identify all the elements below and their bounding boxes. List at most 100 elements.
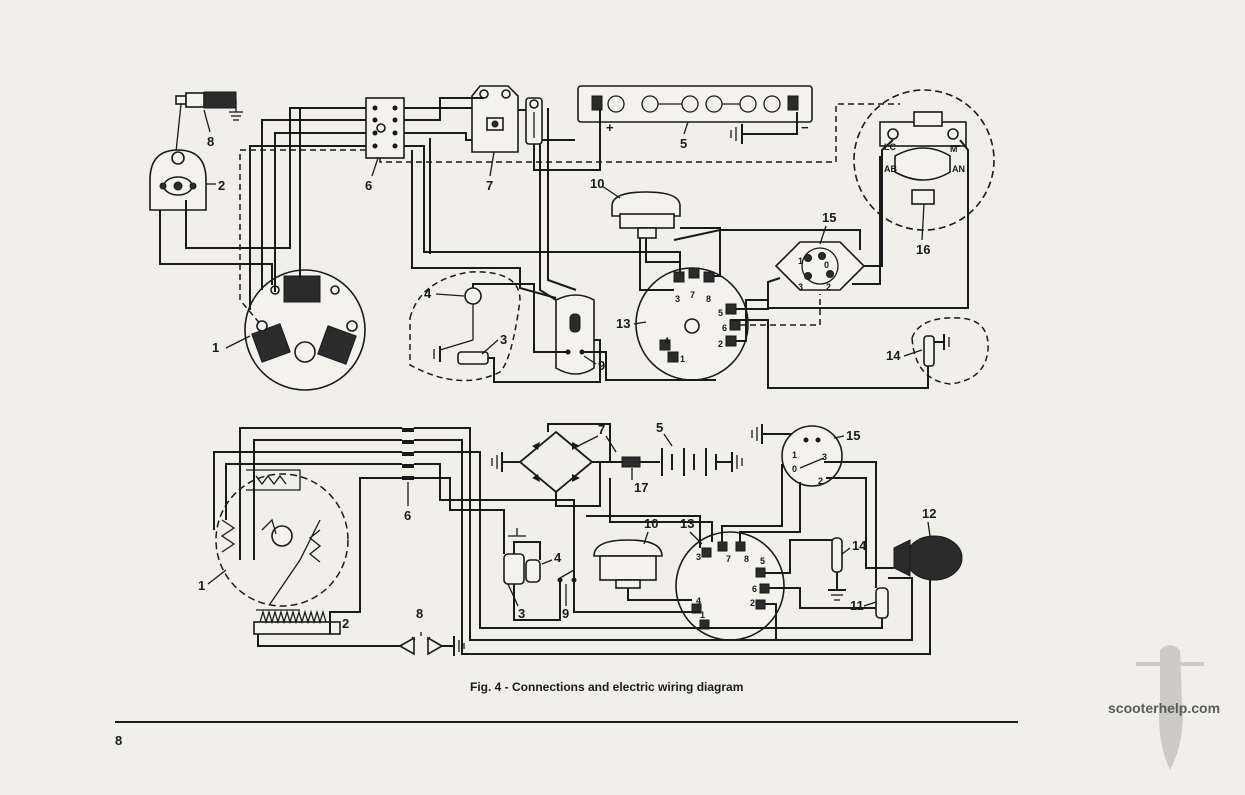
bsw13-terminal-8: 8: [744, 554, 749, 564]
bottom-switch-13: [675, 531, 785, 641]
fuse-17: [621, 456, 641, 468]
bottom-label-8: 8: [416, 606, 423, 621]
bottom-horn-12: [893, 535, 963, 581]
fuse-holder: [525, 97, 543, 145]
horn-terminal-0: 0: [824, 260, 829, 270]
bridge-rectifier: [491, 430, 622, 494]
bottom-label-13: 13: [680, 516, 694, 531]
terminal-lc: LC: [884, 142, 896, 152]
stop-switch-4: [433, 287, 489, 365]
bottom-labels: 1 2 6 8 7 5 17 15 10 13 4 3 9 14: [198, 420, 936, 631]
sw13-terminal-2: 2: [718, 339, 723, 349]
bottom-label-12: 12: [922, 506, 936, 521]
sw13-terminal-8: 8: [706, 294, 711, 304]
bottom-speedo-lamp: [593, 539, 663, 589]
horn-terminal-2: 2: [826, 282, 831, 292]
sw13-terminal-7: 7: [690, 290, 695, 300]
bottom-battery: [661, 448, 743, 476]
top-label-9: 9: [598, 358, 605, 373]
top-label-8: 8: [207, 134, 214, 149]
top-label-4: 4: [424, 286, 432, 301]
bottom-ht-coil: [253, 609, 341, 635]
bottom-label-6: 6: [404, 508, 411, 523]
bsw13-terminal-2: 2: [750, 598, 755, 608]
bottom-label-10: 10: [644, 516, 658, 531]
bottom-label-5: 5: [656, 420, 663, 435]
horn-button-9: [555, 294, 595, 375]
battery-plus: +: [606, 120, 614, 135]
sw13-terminal-4: 4: [664, 336, 669, 346]
scooter-watermark-icon: [1136, 645, 1204, 770]
bottom-label-15: 15: [846, 428, 860, 443]
bsw15-terminal-1: 1: [792, 450, 797, 460]
sw13-terminal-6: 6: [722, 323, 727, 333]
top-harness-wires: [159, 97, 969, 389]
top-label-2: 2: [218, 178, 225, 193]
bsw15-terminal-3: 3: [822, 452, 827, 462]
horn-15: [774, 241, 866, 291]
top-wiring-diagram: 8 2 6 7 5 + − 10 15 16 4 3 9 13 1: [149, 85, 995, 391]
sw13-terminal-5: 5: [718, 308, 723, 318]
bottom-schematic: 1 2 6 8 7 5 17 15 10 13 4 3 9 14: [198, 420, 963, 656]
bottom-connector-6: [402, 428, 414, 480]
top-label-3: 3: [500, 332, 507, 347]
bottom-label-11: 11: [850, 598, 864, 613]
top-label-6: 6: [365, 178, 372, 193]
headlamp-regulator-16: [853, 89, 995, 231]
bsw13-terminal-1: 1: [700, 610, 705, 620]
rectifier: [471, 85, 519, 153]
top-label-13: 13: [616, 316, 630, 331]
top-label-5: 5: [680, 136, 687, 151]
bottom-label-17: 17: [634, 480, 648, 495]
bsw13-terminal-5: 5: [760, 556, 765, 566]
bottom-label-2: 2: [342, 616, 349, 631]
horn-terminal-1: 1: [798, 256, 803, 266]
figure-caption: Fig. 4 - Connections and electric wiring…: [470, 680, 744, 694]
terminal-an: AN: [952, 164, 965, 174]
bottom-harness-wires: [213, 423, 931, 655]
stator-plate: [244, 269, 366, 391]
ht-coil: [149, 149, 216, 211]
bottom-stop-horn-group: [503, 528, 577, 621]
bottom-stator-coils: [220, 469, 322, 563]
bottom-spark-plug: [398, 632, 465, 656]
junction-block: [365, 97, 405, 159]
bottom-label-9: 9: [562, 606, 569, 621]
tail-light-14: [923, 334, 950, 367]
sw13-terminal-1: 1: [680, 354, 685, 364]
bottom-tail-light: [828, 537, 846, 601]
page-number: 8: [115, 733, 123, 748]
top-label-15: 15: [822, 210, 836, 225]
bottom-label-1: 1: [198, 578, 205, 593]
bsw13-terminal-4: 4: [696, 596, 701, 606]
spark-plug: [175, 91, 243, 121]
top-label-10: 10: [590, 176, 604, 191]
bsw15-terminal-0: 0: [792, 464, 797, 474]
sw13-terminal-3: 3: [675, 294, 680, 304]
terminal-ab: AB: [884, 164, 897, 174]
bottom-label-14: 14: [852, 538, 867, 553]
battery-minus: −: [801, 120, 809, 135]
watermark-text: scooterhelp.com: [1108, 700, 1221, 716]
bottom-label-4: 4: [554, 550, 562, 565]
top-label-1: 1: [212, 340, 219, 355]
bottom-label-7: 7: [598, 422, 605, 437]
top-label-7: 7: [486, 178, 493, 193]
horn-terminal-3: 3: [798, 282, 803, 292]
top-label-14: 14: [886, 348, 901, 363]
bottom-stop-light: [875, 587, 889, 619]
speedometer-lamp-10: [611, 191, 681, 239]
light-switch-13: [635, 267, 749, 381]
bottom-label-3: 3: [518, 606, 525, 621]
top-labels: 8 2 6 7 5 + − 10 15 16 4 3 9 13 1: [203, 109, 965, 373]
top-label-16: 16: [916, 242, 930, 257]
bsw13-terminal-7: 7: [726, 554, 731, 564]
bsw13-terminal-3: 3: [696, 552, 701, 562]
bottom-switch-15: [751, 424, 843, 487]
bsw15-terminal-2: 2: [818, 476, 823, 486]
battery: [577, 85, 813, 123]
bsw13-terminal-6: 6: [752, 584, 757, 594]
terminal-m: M: [950, 144, 958, 154]
